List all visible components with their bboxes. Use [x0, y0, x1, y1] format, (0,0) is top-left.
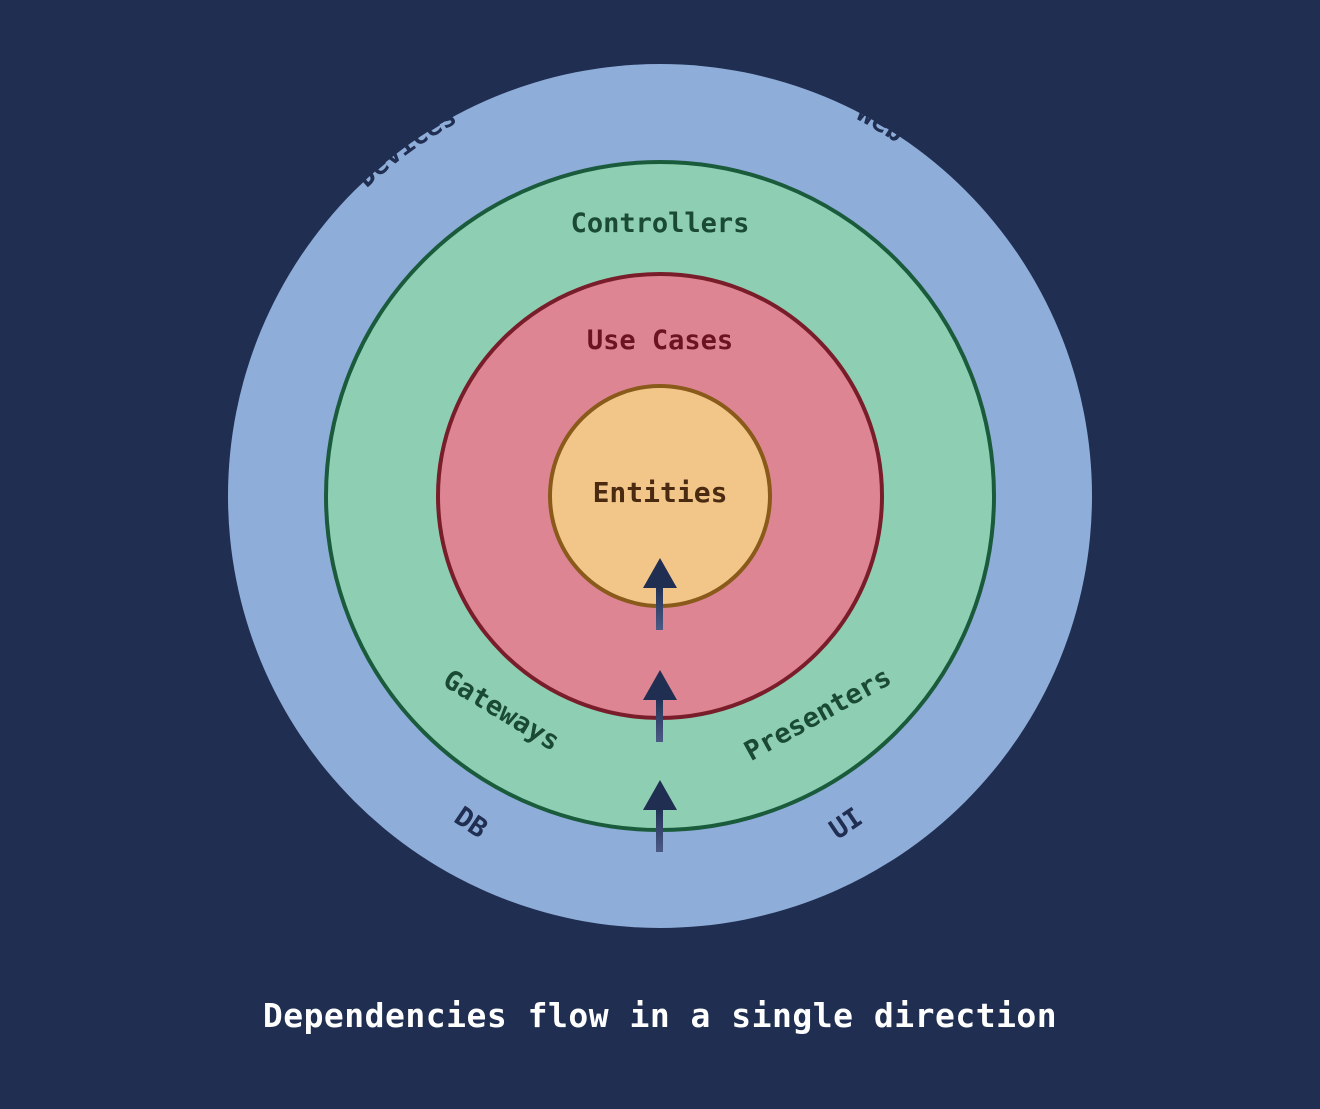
- dependency-arrow-adapters: [643, 780, 677, 852]
- label-use-cases: Use Cases: [587, 325, 733, 356]
- clean-architecture-diagram: Devices Web DB UI Controllers Gateways P…: [228, 64, 1092, 928]
- caption: Dependencies flow in a single direction: [262, 996, 1058, 1035]
- label-controllers: Controllers: [571, 208, 750, 239]
- dependency-arrow-entities: [643, 558, 677, 630]
- dependency-arrow-use-cases: [643, 670, 677, 742]
- label-entities: Entities: [593, 476, 728, 509]
